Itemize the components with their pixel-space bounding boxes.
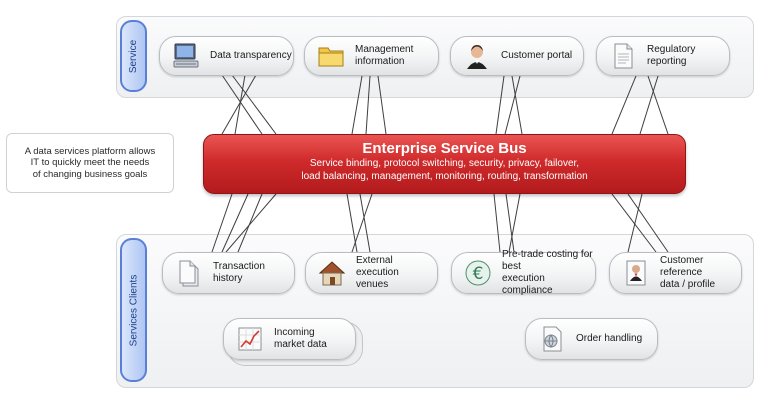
client-item-external-execution-venues: External execution venues: [305, 252, 438, 294]
service-item-data-transparency: Data transparency: [159, 36, 294, 76]
client-item-label: External execution venues: [356, 255, 399, 290]
client-item-order-handling: Order handling: [525, 318, 658, 360]
service-item-regulatory-reporting: Regulatory reporting: [596, 36, 730, 76]
globe-document-icon: [536, 323, 568, 355]
bus-line-1: Service binding, protocol switching, sec…: [309, 158, 580, 169]
euro-icon: €: [462, 257, 494, 289]
service-item-label: Regulatory reporting: [647, 44, 696, 67]
service-item-customer-portal: Customer portal: [450, 36, 584, 76]
services-clients-tab-label: Services Clients: [128, 274, 140, 346]
service-item-label: Customer portal: [501, 50, 573, 61]
service-tab-label: Service: [128, 39, 140, 73]
house-icon: [316, 257, 348, 289]
client-item-label: Pre-trade costing for best execution com…: [502, 249, 593, 296]
client-item-label: Order handling: [576, 333, 643, 344]
bus-line-2: load balancing, management, monitoring, …: [301, 171, 588, 182]
id-card-icon: [620, 257, 652, 289]
bus-title: Enterprise Service Bus: [362, 140, 527, 157]
folder-icon: [315, 40, 347, 72]
person-headset-icon: [461, 40, 493, 72]
client-item-incoming-market-data: Incoming market data: [223, 318, 356, 360]
description-note: A data services platform allows IT to qu…: [6, 133, 174, 193]
client-item-label: Customer reference data / profile: [660, 255, 716, 290]
document-icon: [607, 40, 639, 72]
description-note-text: A data services platform allows IT to qu…: [24, 145, 156, 180]
computer-icon: [170, 40, 202, 72]
client-item-customer-reference-data: Customer reference data / profile: [609, 252, 742, 294]
document-icon: [173, 257, 205, 289]
service-item-label: Data transparency: [210, 50, 292, 61]
service-tab: Service: [120, 20, 147, 92]
svg-text:€: €: [473, 264, 484, 284]
enterprise-service-bus: Enterprise Service Bus Service binding, …: [203, 134, 686, 194]
chart-icon: [234, 323, 266, 355]
service-item-management-information: Management information: [304, 36, 439, 76]
client-item-transaction-history: Transaction history: [162, 252, 295, 294]
client-item-label: Incoming market data: [274, 327, 327, 350]
services-clients-tab: Services Clients: [120, 238, 147, 382]
client-item-label: Transaction history: [213, 261, 265, 284]
service-item-label: Management information: [355, 44, 414, 67]
client-item-pre-trade-costing: € Pre-trade costing for best execution c…: [451, 249, 596, 296]
